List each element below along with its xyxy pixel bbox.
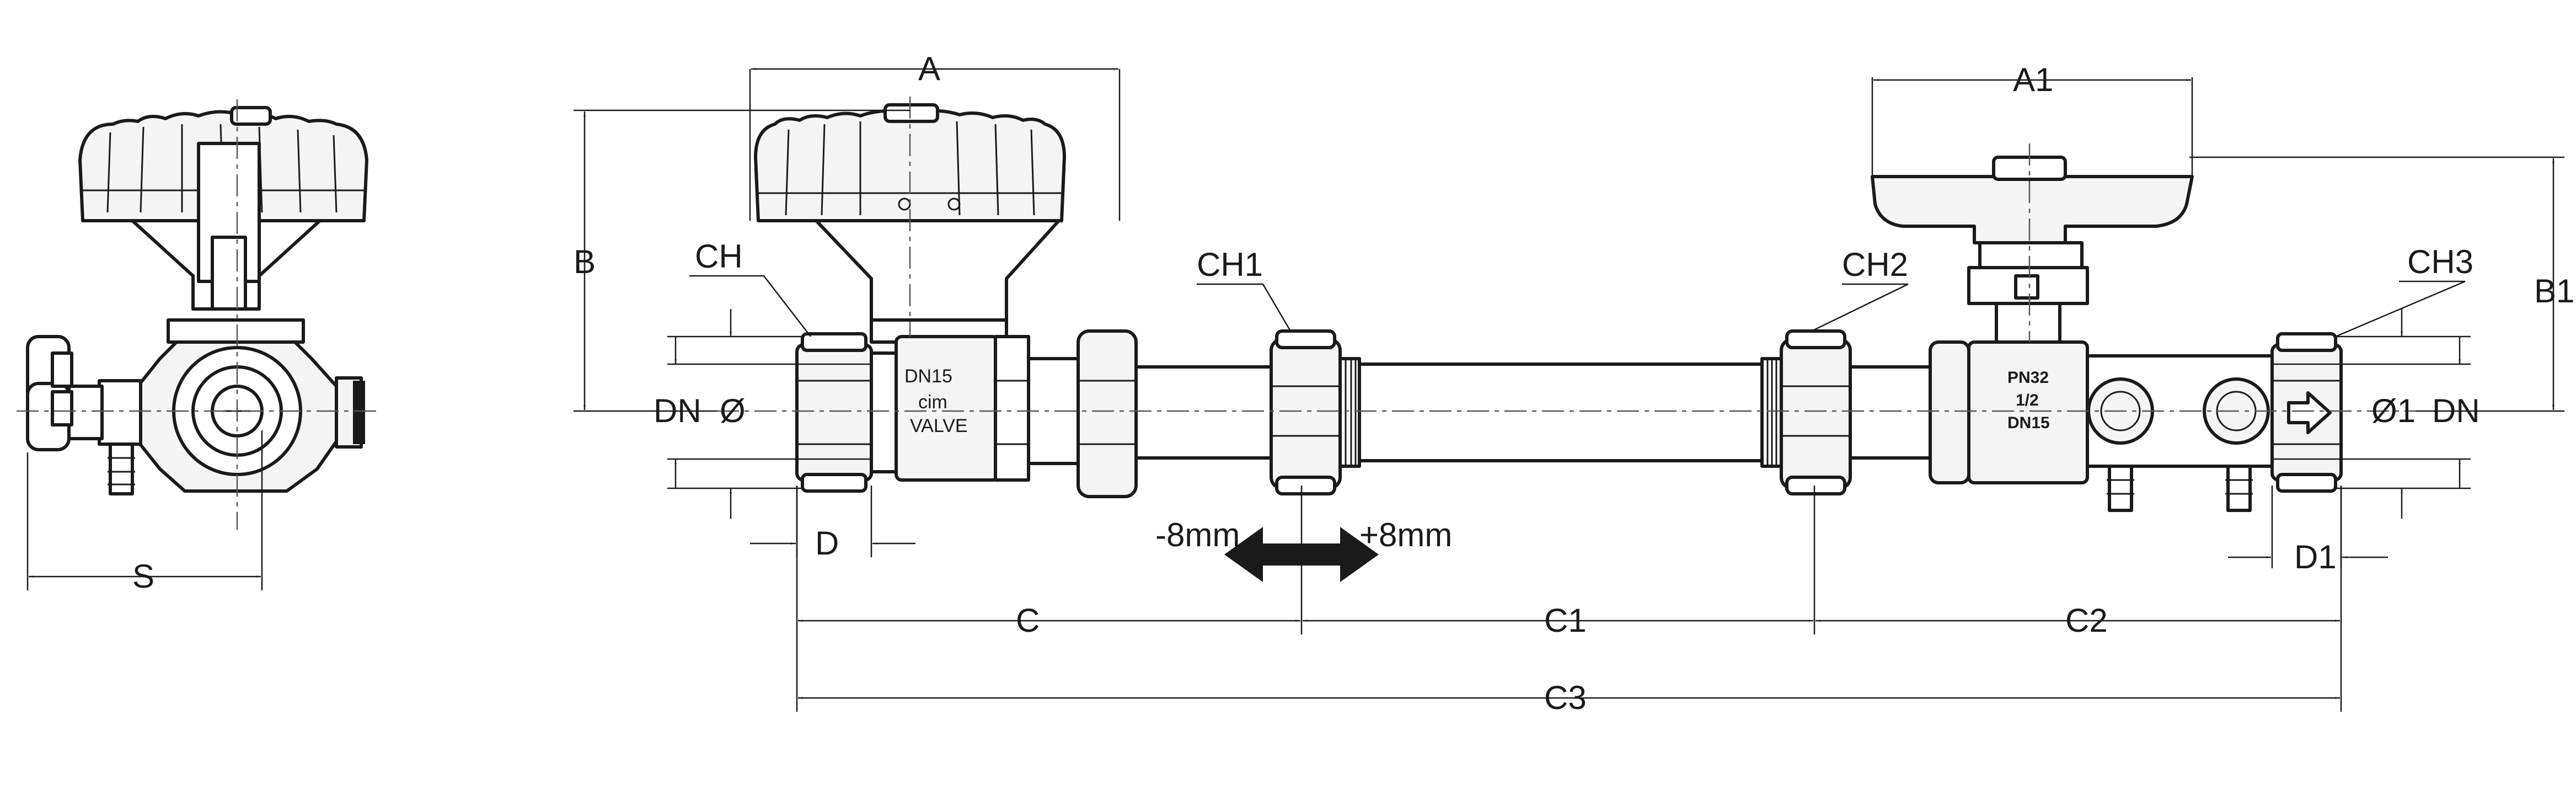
adjustment-arrow <box>1224 527 1379 582</box>
pipe-middle <box>1358 362 1783 462</box>
label-ch3: CH3 <box>2407 243 2473 280</box>
t-handle <box>1871 175 2194 244</box>
label-ch2: CH2 <box>1842 246 1908 283</box>
label-c2: C2 <box>2065 602 2108 639</box>
label-c1: C1 <box>1544 602 1587 639</box>
label-d1: D1 <box>2294 539 2337 575</box>
label-ch: CH <box>695 238 743 275</box>
label-plus-8mm: +8mm <box>1359 516 1452 553</box>
label-d: D <box>815 525 839 562</box>
ball-valve-label-pn: PN32 <box>2007 369 2049 387</box>
union-ch1 <box>1270 338 1342 490</box>
ball-valve-body <box>1967 340 2089 484</box>
label-dn-right: DN <box>2432 392 2480 429</box>
label-s: S <box>132 558 154 595</box>
label-c3: C3 <box>1544 679 1587 716</box>
label-dia-right: Ø1 <box>2371 392 2416 429</box>
valve-label-brand: VALVE <box>910 415 968 436</box>
ball-valve-label-dn: DN15 <box>2007 414 2050 432</box>
ball-valve-label-size: 1/2 <box>2016 391 2039 409</box>
pipe-right <box>1849 365 1932 460</box>
label-a1: A1 <box>2013 61 2053 98</box>
valve-label-dn: DN15 <box>904 366 952 387</box>
label-dn-left: DN <box>654 392 701 429</box>
union-ch2 <box>1780 338 1852 490</box>
valve-logo: cim <box>918 392 947 413</box>
label-dia-left: Ø <box>720 392 746 429</box>
dimension-labels: A A1 B B1 CH CH1 CH2 CH3 DN Ø Ø1 DN D D1… <box>132 50 2574 716</box>
pipe-left <box>1134 365 1273 460</box>
label-b1: B1 <box>2534 273 2574 310</box>
label-ch1: CH1 <box>1197 246 1263 283</box>
label-c: C <box>1016 602 1040 639</box>
side-view <box>17 99 381 530</box>
label-a: A <box>918 50 940 87</box>
front-view: DN15 cim VALVE PN32 1/2 D <box>717 97 2416 512</box>
label-b: B <box>574 243 596 280</box>
label-minus-8mm: -8mm <box>1155 516 1240 553</box>
